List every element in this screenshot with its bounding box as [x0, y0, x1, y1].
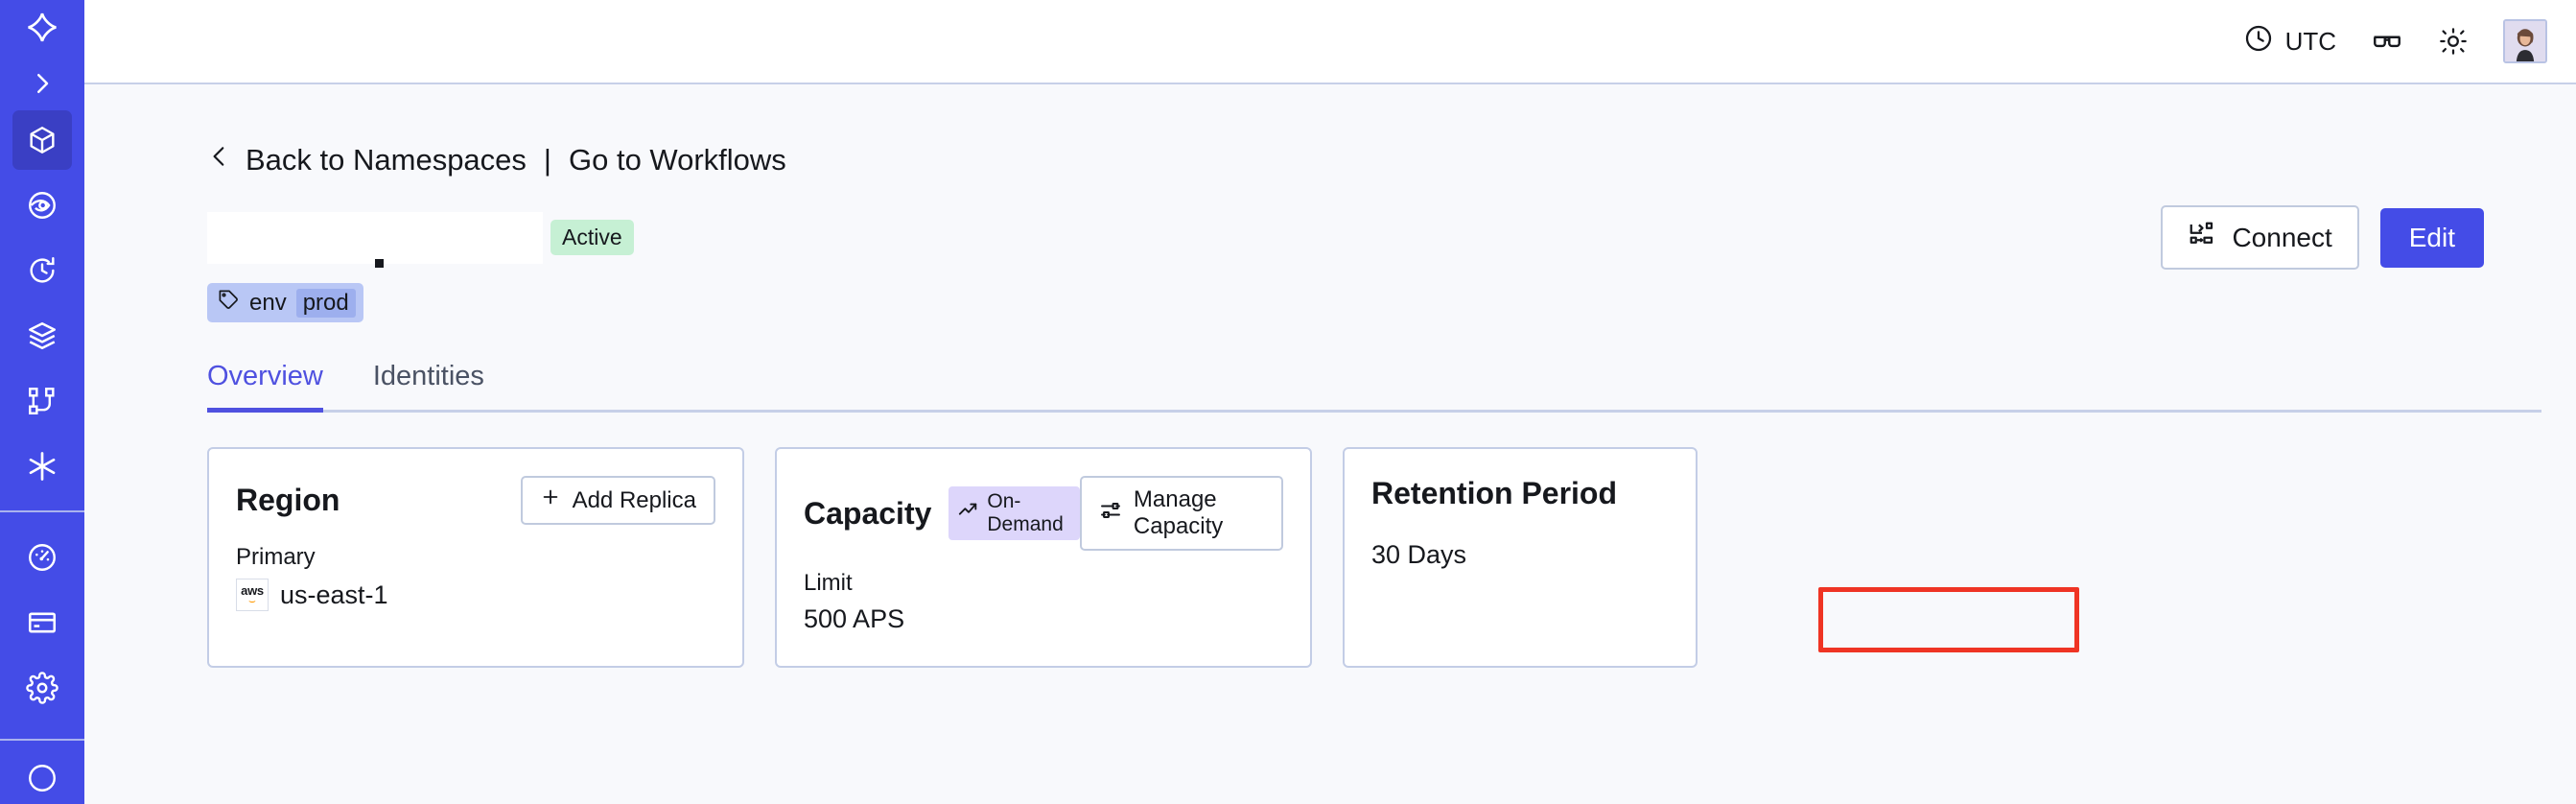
- tag-icon: [217, 288, 240, 318]
- status-badge: Active: [550, 220, 634, 255]
- timezone-selector[interactable]: UTC: [2243, 23, 2336, 60]
- breadcrumb[interactable]: Back to Namespaces | Go to Workflows: [207, 142, 786, 178]
- capacity-mode-badge: On-Demand: [948, 486, 1080, 540]
- tab-overview[interactable]: Overview: [207, 361, 323, 413]
- manage-capacity-label: Manage Capacity: [1133, 486, 1224, 539]
- breadcrumb-back-link[interactable]: Back to Namespaces: [246, 143, 527, 177]
- tag-key: env: [249, 289, 287, 316]
- header-actions: Connect Edit: [2161, 205, 2484, 270]
- tab-bar: Overview Identities: [207, 361, 2541, 413]
- sidebar-primary-group: [12, 110, 72, 502]
- sidebar-item-layers[interactable]: [12, 306, 72, 366]
- tag-value: prod: [295, 288, 356, 318]
- capacity-mode-label: On-Demand: [987, 490, 1064, 535]
- chevron-left-icon: [207, 142, 232, 178]
- sidebar-item-observe[interactable]: [12, 176, 72, 235]
- top-bar: UTC: [84, 0, 2576, 84]
- sidebar-item-namespaces[interactable]: [12, 110, 72, 171]
- temporal-logo-icon[interactable]: [0, 0, 84, 57]
- chevron-right-icon[interactable]: [0, 57, 84, 110]
- sidebar-item-usage[interactable]: [12, 528, 72, 587]
- region-value: us-east-1: [280, 579, 388, 609]
- sidebar: [0, 0, 84, 804]
- add-replica-button[interactable]: Add Replica: [520, 476, 715, 525]
- sidebar-divider-2: [0, 739, 84, 742]
- retention-card: Retention Period 30 Days: [1343, 447, 1698, 668]
- aws-logo-icon: aws ⌣: [236, 579, 269, 611]
- sidebar-item-settings[interactable]: [12, 658, 72, 718]
- capacity-card: Capacity On-Demand: [775, 447, 1312, 668]
- topbar-actions: UTC: [2243, 19, 2547, 63]
- connect-icon: [2188, 220, 2216, 255]
- capacity-card-header: Capacity On-Demand: [777, 449, 1310, 551]
- timezone-label: UTC: [2284, 26, 2336, 56]
- region-card-title: Region: [236, 483, 340, 517]
- tab-identities[interactable]: Identities: [372, 361, 484, 391]
- retention-value: 30 Days: [1371, 540, 1467, 569]
- page-title: [207, 211, 543, 268]
- sun-icon[interactable]: [2438, 26, 2469, 57]
- add-replica-label: Add Replica: [572, 486, 696, 513]
- sidebar-item-billing[interactable]: [12, 593, 72, 652]
- plus-icon: [540, 486, 561, 514]
- retention-card-header: Retention Period: [1345, 449, 1696, 511]
- capacity-limit-label: Limit: [804, 570, 853, 596]
- breadcrumb-workflows-link[interactable]: Go to Workflows: [568, 143, 786, 177]
- region-primary-label: Primary: [236, 544, 316, 570]
- namespace-header: Active Connect Edit: [207, 205, 2484, 270]
- glasses-icon[interactable]: [2371, 25, 2403, 58]
- sliders-icon: [1099, 499, 1122, 529]
- connect-label: Connect: [2232, 222, 2332, 252]
- sidebar-item-nexus[interactable]: [12, 437, 72, 496]
- sidebar-divider-1: [0, 510, 84, 513]
- sidebar-secondary-group: [12, 528, 72, 723]
- capacity-card-title: Capacity: [804, 495, 932, 531]
- overview-cards: Region Add Replica: [207, 447, 2576, 668]
- capacity-limit-value: 500 APS: [804, 604, 905, 633]
- manage-capacity-button[interactable]: Manage Capacity: [1079, 476, 1283, 551]
- retention-card-title: Retention Period: [1371, 476, 1618, 510]
- edit-button[interactable]: Edit: [2379, 207, 2484, 268]
- breadcrumb-separator: |: [543, 143, 551, 177]
- region-card-header: Region Add Replica: [209, 449, 742, 525]
- clock-icon: [2243, 23, 2274, 60]
- page-content: Back to Namespaces | Go to Workflows Act…: [84, 84, 2576, 804]
- trending-up-icon: [958, 500, 979, 527]
- namespace-tag[interactable]: env prod: [207, 283, 363, 322]
- region-value-row: aws ⌣ us-east-1: [209, 571, 742, 611]
- sidebar-item-history[interactable]: [12, 241, 72, 300]
- main-area: UTC: [84, 0, 2576, 804]
- region-card: Region Add Replica: [207, 447, 744, 668]
- sidebar-item-help[interactable]: [12, 758, 72, 798]
- connect-button[interactable]: Connect: [2161, 205, 2359, 270]
- sidebar-item-workflows[interactable]: [12, 371, 72, 431]
- user-avatar[interactable]: [2503, 19, 2547, 63]
